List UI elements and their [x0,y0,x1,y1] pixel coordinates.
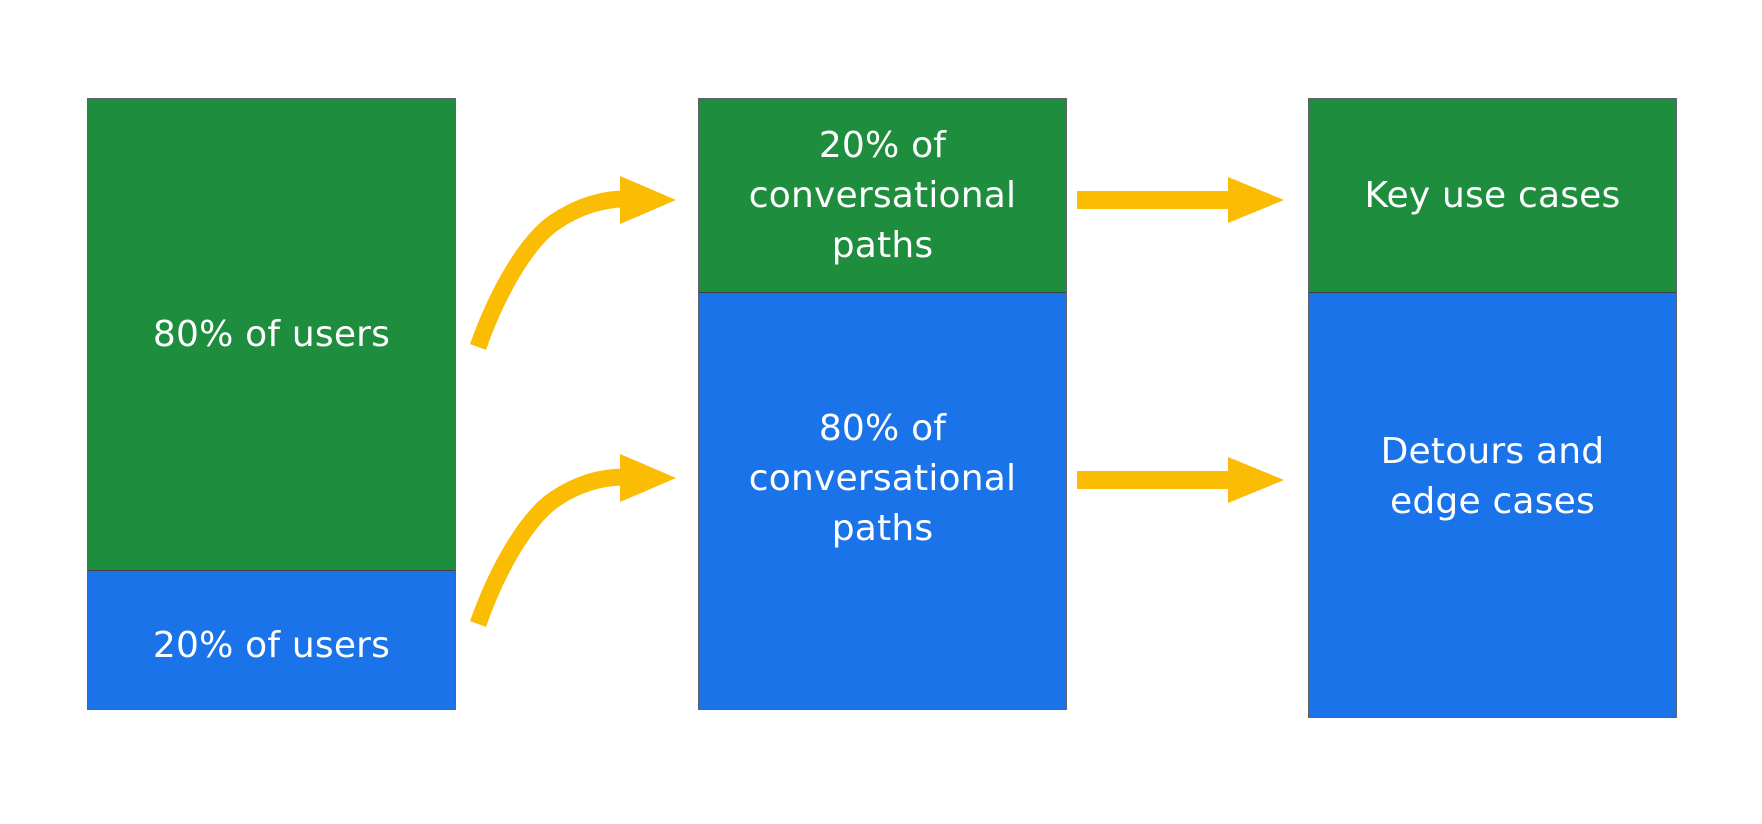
straight-arrow-bottom [1077,457,1284,503]
key-use-cases-label: Key use cases [1364,174,1621,216]
users-minority-block: 20% of users [88,570,455,709]
paths-minority-block: 20% of conversational paths [699,99,1066,292]
key-use-cases-block: Key use cases [1309,99,1676,292]
edge-cases-block: Detours and edge cases [1309,292,1676,717]
edge-cases-label: Detours and edge cases [1380,431,1605,522]
users-majority-label: 80% of users [152,313,391,355]
curved-arrow-bottom [469,454,676,627]
users-majority-block: 80% of users [88,99,455,570]
users-column: 80% of users 20% of users [87,98,456,710]
curved-arrow-top [469,176,676,350]
paths-column: 20% of conversational paths 80% of conve… [698,98,1067,710]
paths-majority-block: 80% of conversational paths [699,292,1066,709]
paths-minority-label: 20% of conversational paths [748,124,1017,266]
cases-column: Key use cases Detours and edge cases [1308,98,1677,718]
paths-majority-label: 80% of conversational paths [748,408,1017,549]
users-minority-label: 20% of users [152,625,391,666]
straight-arrow-top [1077,177,1284,223]
